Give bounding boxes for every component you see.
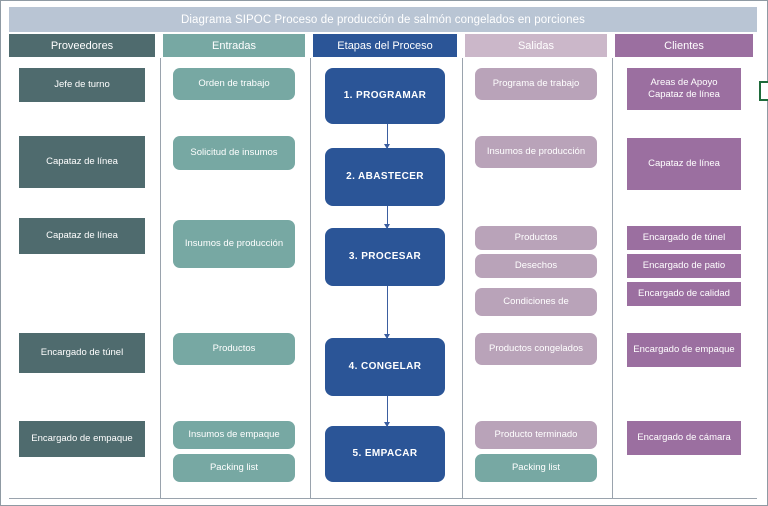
node-process-1[interactable]: 1. PROGRAMAR (325, 68, 445, 124)
column-separator (160, 58, 161, 499)
bottom-rule (9, 498, 757, 499)
node-outputs-2[interactable]: Insumos de producción (475, 136, 597, 168)
node-inputs-6[interactable]: Packing list (173, 454, 295, 482)
node-process-5[interactable]: 5. EMPACAR (325, 426, 445, 482)
node-process-2[interactable]: 2. ABASTECER (325, 148, 445, 206)
column-separator (612, 58, 613, 499)
node-suppliers-3[interactable]: Capataz de línea (19, 218, 145, 254)
node-inputs-1[interactable]: Orden de trabajo (173, 68, 295, 100)
node-outputs-3[interactable]: Productos (475, 226, 597, 250)
process-arrow-2-icon (383, 206, 392, 229)
node-inputs-3[interactable]: Insumos de producción (173, 220, 295, 268)
process-arrow-4-icon (383, 396, 392, 427)
column-header-suppliers: Proveedores (9, 34, 155, 57)
node-inputs-5[interactable]: Insumos de empaque (173, 421, 295, 449)
node-outputs-6[interactable]: Productos congelados (475, 333, 597, 365)
node-outputs-5[interactable]: Condiciones de (475, 288, 597, 316)
column-header-row: Proveedores Entradas Etapas del Proceso Sal… (9, 34, 757, 57)
node-inputs-4[interactable]: Productos (173, 333, 295, 365)
node-inputs-2[interactable]: Solicitud de insumos (173, 136, 295, 170)
node-outputs-4[interactable]: Desechos (475, 254, 597, 278)
column-separator (462, 58, 463, 499)
node-customers-7[interactable]: Encargado de cámara (627, 421, 741, 455)
node-suppliers-5[interactable]: Encargado de empaque (19, 421, 145, 457)
column-separator (310, 58, 311, 499)
node-customers-6[interactable]: Encargado de empaque (627, 333, 741, 367)
column-header-process: Etapas del Proceso (313, 34, 457, 57)
node-customers-2[interactable]: Capataz de línea (627, 138, 741, 190)
node-suppliers-4[interactable]: Encargado de túnel (19, 333, 145, 373)
node-customers-4[interactable]: Encargado de patio (627, 254, 741, 278)
node-customers-5[interactable]: Encargado de calidad (627, 282, 741, 306)
edge-marker-icon (759, 81, 768, 101)
node-customers-3[interactable]: Encargado de túnel (627, 226, 741, 250)
node-process-3[interactable]: 3. PROCESAR (325, 228, 445, 286)
node-suppliers-2[interactable]: Capataz de línea (19, 136, 145, 188)
node-process-4[interactable]: 4. CONGELAR (325, 338, 445, 396)
node-suppliers-1[interactable]: Jefe de turno (19, 68, 145, 102)
diagram-title: Diagrama SIPOC Proceso de producción de … (181, 13, 585, 26)
column-process: 1. PROGRAMAR 2. ABASTECER 3. PROCESAR 4. CO… (313, 58, 461, 499)
node-outputs-8[interactable]: Packing list (475, 454, 597, 482)
node-outputs-7[interactable]: Producto terminado (475, 421, 597, 449)
node-outputs-1[interactable]: Programa de trabajo (475, 68, 597, 100)
column-header-inputs: Entradas (163, 34, 305, 57)
diagram-title-band: Diagrama SIPOC Proceso de producción de … (9, 7, 757, 32)
process-arrow-1-icon (383, 124, 392, 149)
column-header-outputs: Salidas (465, 34, 607, 57)
column-header-customers: Clientes (615, 34, 753, 57)
process-arrow-3-icon (383, 286, 392, 339)
